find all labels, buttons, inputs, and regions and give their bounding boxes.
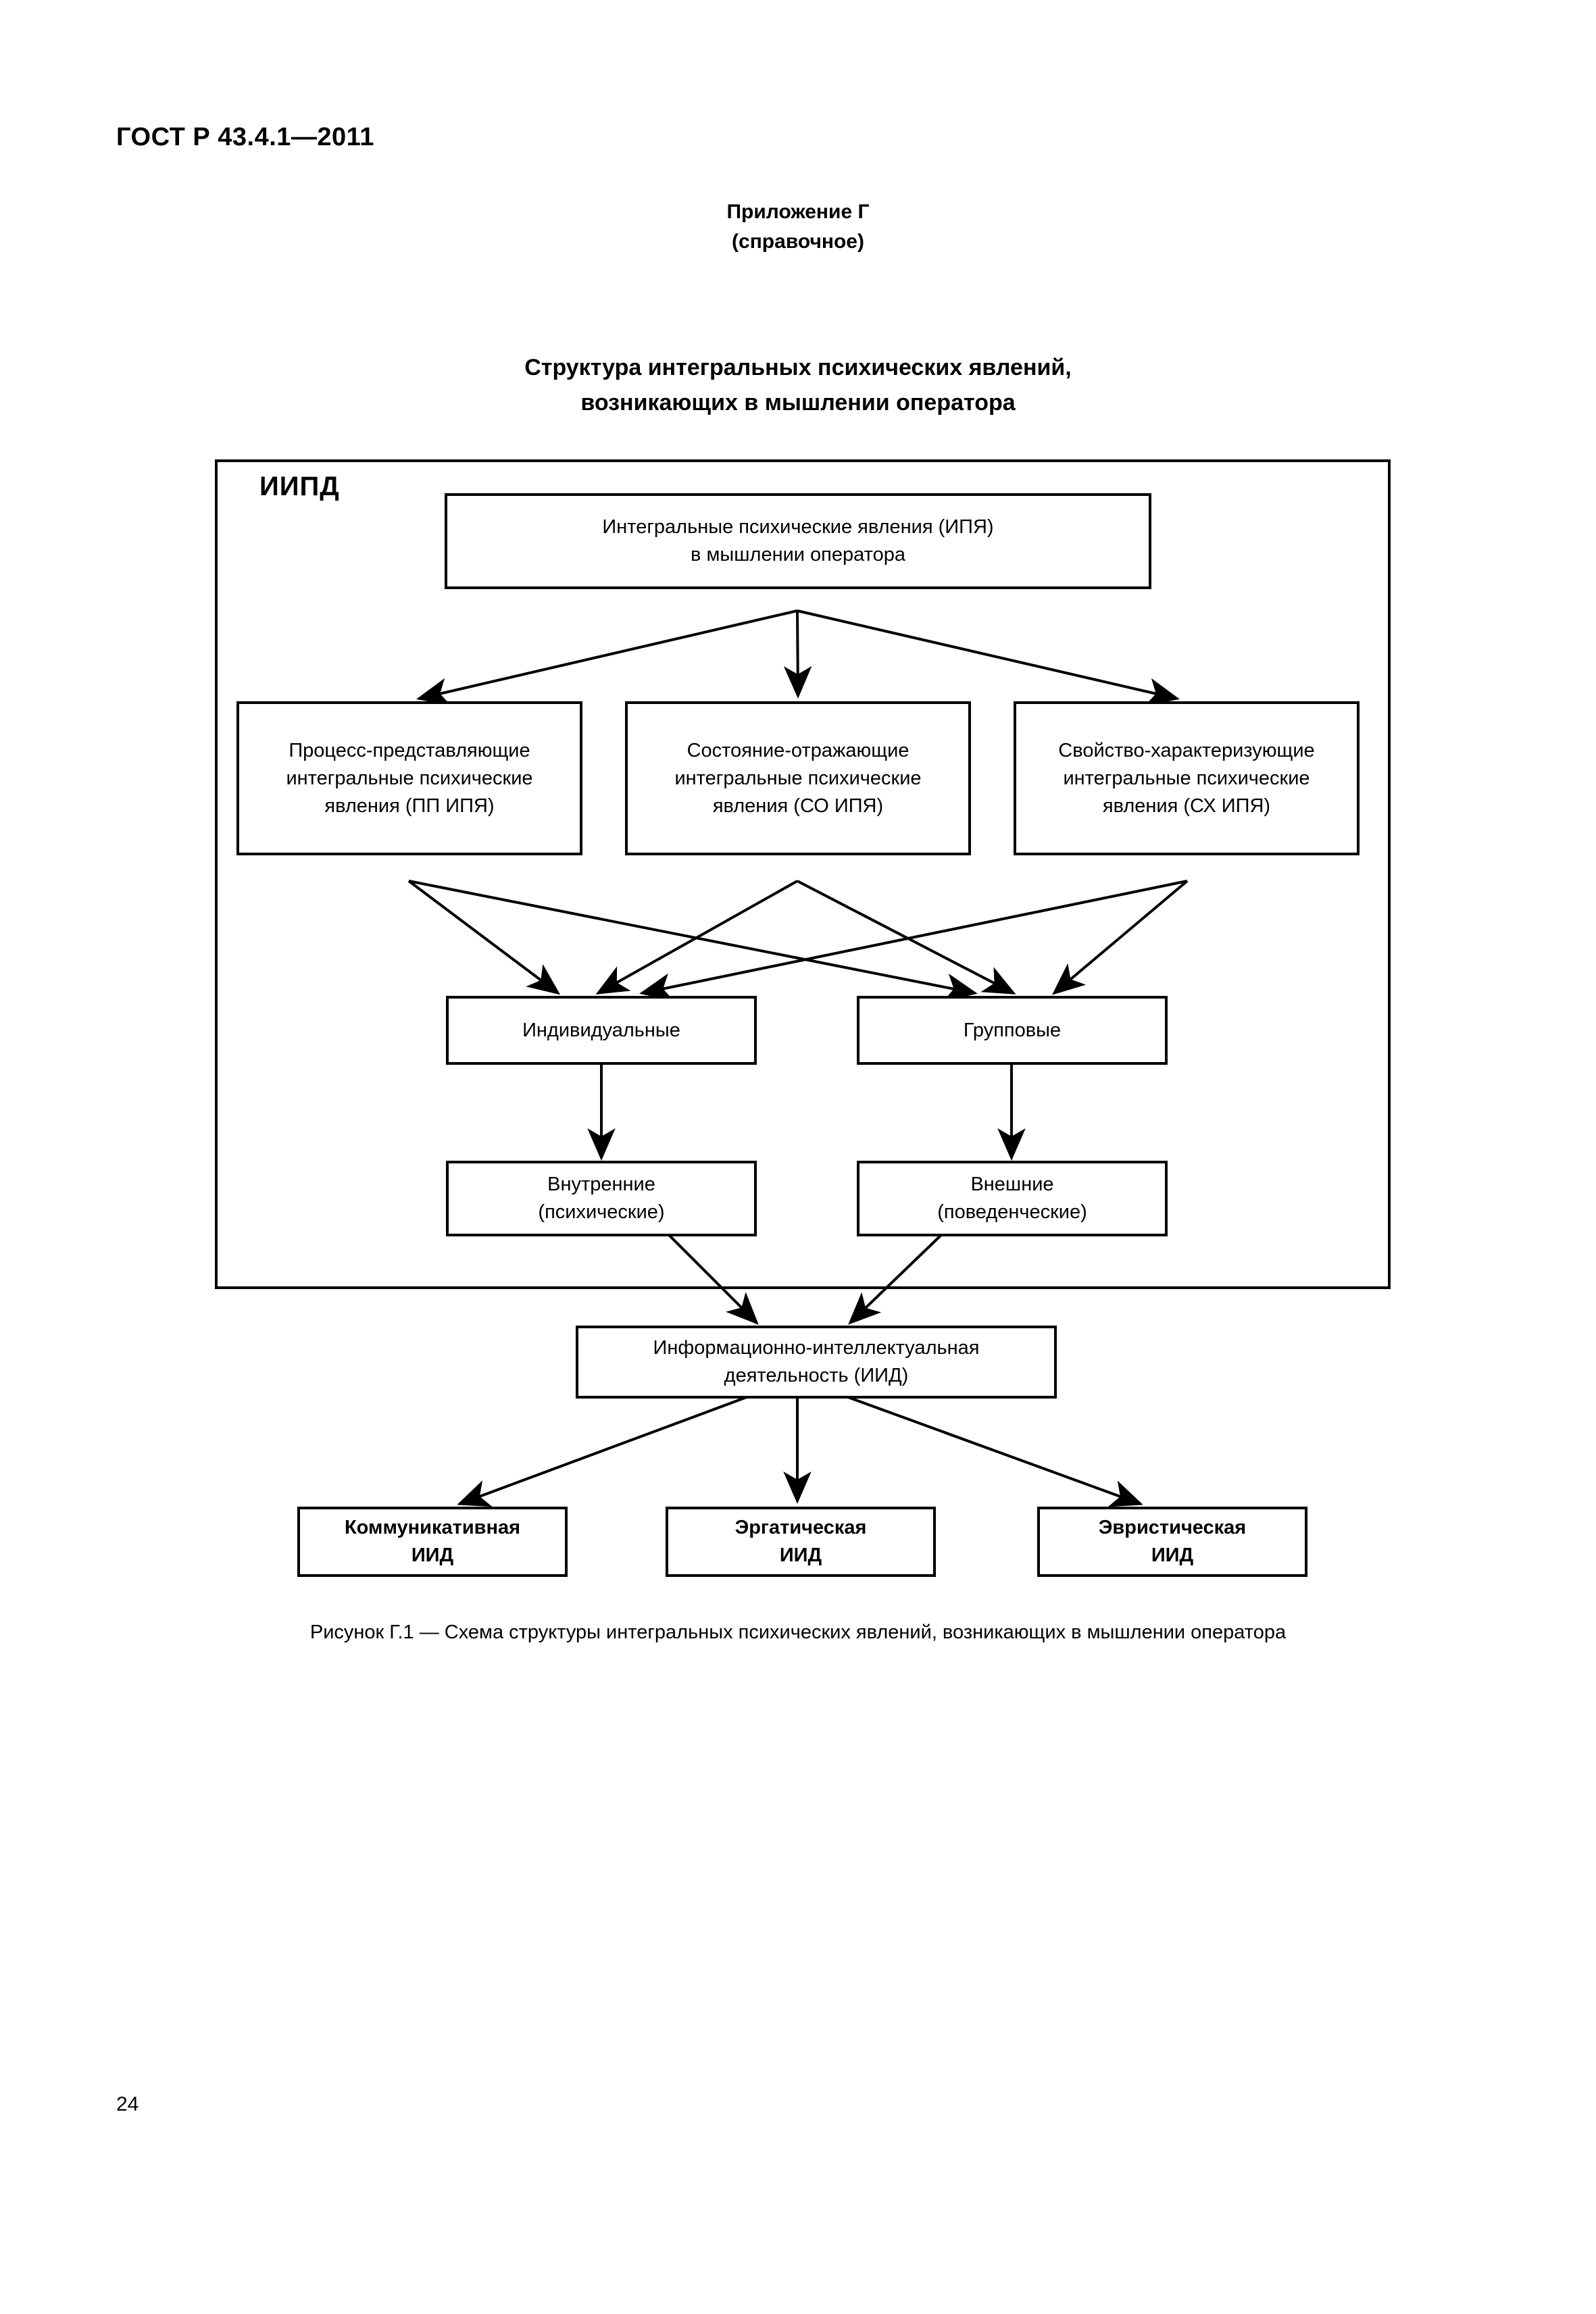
node-external: Внешние (поведенческие) (857, 1161, 1168, 1236)
node-sh-ipya: Свойство-характеризующие интегральные пс… (1014, 701, 1360, 855)
node-root: Интегральные психические явления (ИПЯ) в… (445, 493, 1151, 589)
node-pp-ipya-line-1: Процесс-представляющие (289, 739, 530, 761)
running-head: ГОСТ Р 43.4.1—2011 (116, 123, 374, 151)
node-iid-heuristic-line-2: ИИД (1151, 1544, 1194, 1566)
node-internal: Внутренние (психические) (446, 1161, 757, 1236)
node-iid-communicative-line-1: Коммуникативная (344, 1517, 521, 1538)
node-iid-ergatic: Эргатическая ИИД (666, 1507, 936, 1577)
appendix-title: Приложение Г (726, 201, 870, 223)
figure-caption: Рисунок Г.1 — Схема структуры интегральн… (309, 1621, 1287, 1643)
appendix-heading: Приложение Г (справочное) (0, 197, 1596, 257)
node-sh-ipya-line-3: явления (СХ ИПЯ) (1102, 795, 1271, 817)
node-individual-line-1: Индивидуальные (522, 1019, 680, 1041)
node-root-line-2: в мышлении оператора (691, 544, 905, 565)
node-iid-ergatic-line-2: ИИД (779, 1544, 822, 1566)
edge-iid-to-comm (457, 1396, 747, 1507)
edge-root-to-sh (797, 609, 1180, 706)
edge-pp-to-individual (407, 880, 561, 995)
node-group-line-1: Групповые (963, 1019, 1062, 1041)
node-iid-heuristic-line-1: Эвристическая (1098, 1517, 1247, 1538)
edge-external-to-iid (848, 1232, 944, 1325)
appendix-subtitle: (справочное) (732, 230, 864, 253)
edge-internal-to-iid (666, 1232, 759, 1325)
node-iid-line-1: Информационно-интеллектуальная (653, 1337, 980, 1359)
node-sh-ipya-line-1: Свойство-характеризующие (1058, 739, 1315, 761)
node-pp-ipya: Процесс-представляющие интегральные псих… (236, 701, 582, 855)
edge-sh-to-individual (639, 880, 1188, 1001)
figure-title: Структура интегральных психических явлен… (0, 350, 1596, 420)
node-group: Групповые (857, 996, 1168, 1065)
node-root-line-1: Интегральные психические явления (ИПЯ) (602, 516, 994, 538)
node-so-ipya-line-2: интегральные психические (674, 767, 922, 789)
node-so-ipya-line-1: Состояние-отражающие (687, 739, 909, 761)
node-external-line-2: (поведенческие) (937, 1201, 1087, 1223)
node-internal-line-1: Внутренние (547, 1174, 655, 1195)
node-internal-line-2: (психические) (538, 1201, 665, 1223)
node-iid-ergatic-line-1: Эргатическая (734, 1517, 867, 1538)
node-iid-heuristic: Эвристическая ИИД (1037, 1507, 1307, 1577)
figure-title-line-1: Структура интегральных психических явлен… (524, 355, 1072, 380)
edge-pp-to-group (408, 880, 978, 1001)
figure-title-line-2: возникающих в мышлении оператора (580, 390, 1016, 416)
node-pp-ipya-line-2: интегральные психические (286, 767, 533, 789)
edge-iid-to-heur (847, 1396, 1143, 1507)
iipd-container-frame (215, 459, 1391, 1289)
page-number: 24 (116, 2093, 139, 2115)
node-external-line-1: Внешние (970, 1174, 1054, 1195)
node-iid: Информационно-интеллектуальная деятельно… (576, 1326, 1057, 1399)
node-iid-communicative-line-2: ИИД (411, 1544, 454, 1566)
node-individual: Индивидуальные (446, 996, 757, 1065)
iipd-frame-label: ИИПД (259, 472, 340, 501)
edge-so-to-individual (595, 880, 798, 995)
edge-root-to-so (783, 610, 812, 699)
node-iid-communicative: Коммуникативная ИИД (297, 1507, 568, 1577)
node-sh-ipya-line-2: интегральные психические (1063, 767, 1310, 789)
node-iid-line-2: деятельность (ИИД) (724, 1365, 909, 1386)
edge-root-to-pp (416, 609, 798, 706)
node-pp-ipya-line-3: явления (ПП ИПЯ) (324, 795, 495, 817)
edge-so-to-group (797, 880, 1016, 995)
edge-sh-to-group (1051, 880, 1189, 995)
node-so-ipya: Состояние-отражающие интегральные психич… (625, 701, 971, 855)
node-so-ipya-line-3: явления (СО ИПЯ) (712, 795, 884, 817)
